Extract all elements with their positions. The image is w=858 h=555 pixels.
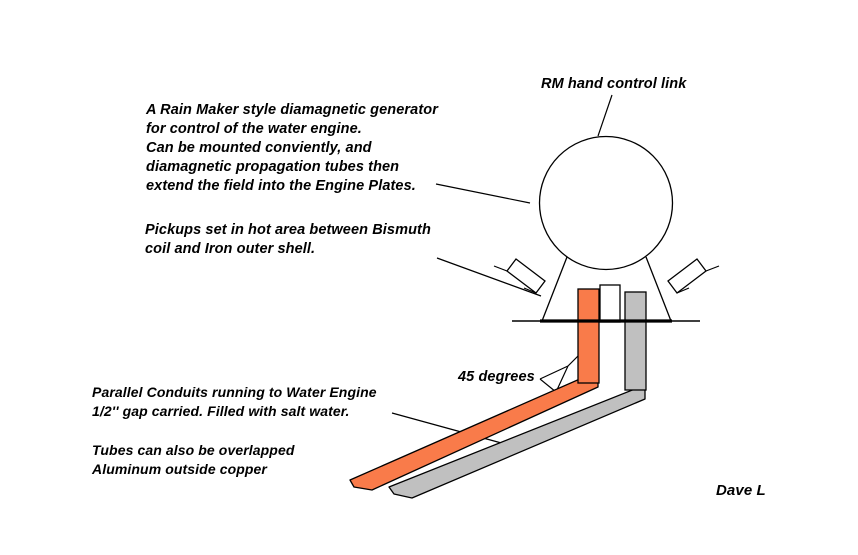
cone-side-left — [541, 256, 568, 322]
tube-gray — [624, 291, 647, 391]
label-angle-45-degrees: 45 degrees — [458, 369, 535, 385]
generator-body-circle — [538, 135, 674, 271]
signature-label: Dave L — [716, 482, 766, 499]
conduit-orange — [349, 370, 599, 491]
leader-line-angle-b — [555, 365, 569, 393]
pickup-left — [493, 258, 546, 294]
label-hand-control-link: RM hand control link — [541, 76, 687, 92]
annotation-conduits: Parallel Conduits running to Water Engin… — [92, 384, 377, 419]
leader-line-conduits — [391, 412, 506, 445]
cone-side-right — [645, 256, 672, 322]
leader-line-angle-c — [539, 378, 557, 393]
leader-line-angle-d — [567, 355, 579, 367]
tube-orange — [577, 288, 600, 384]
pickup-right — [667, 258, 720, 294]
annotation-pickups: Pickups set in hot area between Bismuth … — [145, 222, 431, 257]
conduit-gray — [388, 384, 646, 499]
annotation-overlap: Tubes can also be overlapped Aluminum ou… — [92, 442, 295, 477]
leader-line-angle-a — [539, 365, 569, 380]
tube-white — [599, 284, 621, 323]
leader-line-hand-control — [597, 94, 613, 137]
annotation-intro: A Rain Maker style diamagnetic generator… — [146, 102, 438, 194]
leader-line-pickups — [436, 257, 542, 297]
leader-line-intro — [435, 183, 531, 204]
